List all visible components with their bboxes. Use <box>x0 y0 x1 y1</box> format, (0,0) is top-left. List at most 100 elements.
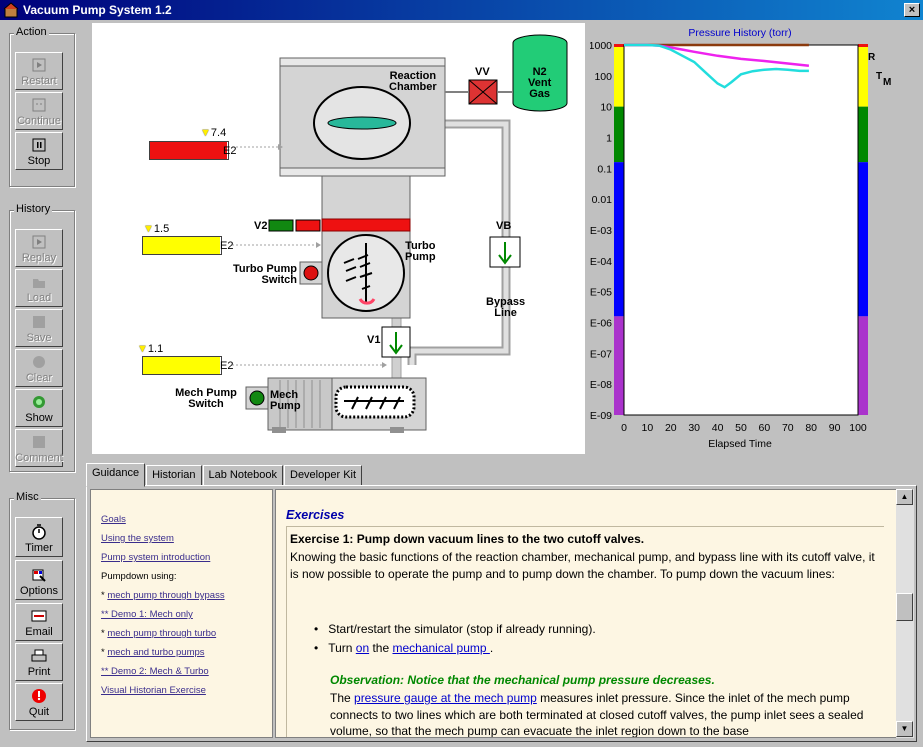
chamber-gauge-fill <box>150 142 227 159</box>
scroll-up-button[interactable]: ▲ <box>896 489 913 505</box>
save-button[interactable]: Save <box>15 309 63 347</box>
vb-label: VB <box>496 220 512 232</box>
x-tick-label: 10 <box>642 422 654 434</box>
pause-icon <box>31 137 47 153</box>
link-on[interactable]: on <box>355 641 370 655</box>
mech-gauge-fill <box>143 357 220 374</box>
link-mechanical-pump[interactable]: mechanical pump <box>392 641 490 655</box>
band-left-top <box>614 44 624 47</box>
mech-gauge-value: 1.1 <box>147 343 164 355</box>
y-tick-label: E-07 <box>590 348 612 360</box>
turbo-gauge-fill <box>143 237 220 254</box>
options-button[interactable]: Options <box>15 560 63 600</box>
play-icon <box>31 57 47 73</box>
folder-icon <box>31 274 47 290</box>
link-pressure-gauge[interactable]: pressure gauge at the mech pump <box>354 691 537 705</box>
v2-close-button[interactable] <box>295 219 321 232</box>
y-tick-label: 1 <box>606 133 612 145</box>
nav-link-turbo[interactable]: mech pump through turbo <box>107 628 217 639</box>
restart-button[interactable]: Restart <box>15 52 63 90</box>
chart-svg: Pressure History (torr) 10001001010.10.0… <box>589 27 892 450</box>
clear-button[interactable]: Clear <box>15 349 63 387</box>
right-label-m: M <box>883 77 891 88</box>
y-tick-label: 0.1 <box>597 163 612 175</box>
clear-icon <box>31 354 47 370</box>
x-tick-label: 0 <box>621 422 627 434</box>
guidance-panel: Goals Using the system Pump system intro… <box>86 485 917 742</box>
load-button[interactable]: Load <box>15 269 63 307</box>
tab-bar: Guidance Historian Lab Notebook Develope… <box>86 463 363 487</box>
nav-link-mech-turbo[interactable]: mech and turbo pumps <box>107 647 205 658</box>
scroll-down-button[interactable]: ▼ <box>896 721 913 737</box>
turbo-gauge-value: 1.5 <box>153 223 170 235</box>
continue-button[interactable]: Continue <box>15 92 63 130</box>
nav-link-goals[interactable]: Goals <box>101 514 126 525</box>
x-tick-label: 50 <box>735 422 747 434</box>
chamber-gauge-value: 7.4 <box>210 127 227 139</box>
y-tick-label: 0.01 <box>592 194 613 206</box>
x-tick-label: 90 <box>829 422 841 434</box>
x-tick-label: 70 <box>782 422 794 434</box>
action-group-title: Action <box>14 26 49 38</box>
tab-lab-notebook[interactable]: Lab Notebook <box>202 465 283 486</box>
nav-link-bypass[interactable]: mech pump through bypass <box>107 590 225 601</box>
nav-link-demo1[interactable]: ** Demo 1: Mech only <box>101 609 193 620</box>
y-tick-label: 100 <box>594 71 612 83</box>
history-group-title: History <box>14 203 53 215</box>
x-tick-label: 40 <box>712 422 724 434</box>
x-tick-label: 80 <box>805 422 817 434</box>
band-right-3 <box>858 316 868 415</box>
y-tick-label: E-04 <box>590 256 612 268</box>
band-right-0 <box>858 45 868 107</box>
content-scrollbar[interactable]: ▲ ▼ <box>896 489 914 738</box>
misc-group-title: Misc <box>14 491 41 503</box>
plot-area <box>623 44 859 416</box>
turbo-gauge-exp: E2 <box>220 240 234 252</box>
show-button[interactable]: Show <box>15 389 63 427</box>
continue-icon <box>31 97 47 113</box>
nav-link-introduction[interactable]: Pump system introduction <box>101 552 211 563</box>
nav-link-demo2[interactable]: ** Demo 2: Mech & Turbo <box>101 666 209 677</box>
y-tick-label: E-09 <box>590 410 612 422</box>
observation-text: The pressure gauge at the mech pump meas… <box>330 691 864 738</box>
x-tick-label: 30 <box>688 422 700 434</box>
y-tick-label: E-05 <box>590 287 612 299</box>
band-left-2 <box>614 162 624 317</box>
save-icon <box>31 314 47 330</box>
timer-button[interactable]: Timer <box>15 517 63 557</box>
nav-section-label: Pumpdown using: <box>101 571 177 582</box>
tab-developer-kit[interactable]: Developer Kit <box>284 465 363 486</box>
x-axis-label: Elapsed Time <box>708 438 772 450</box>
close-button[interactable]: × <box>904 3 920 17</box>
replay-icon <box>31 234 47 250</box>
chamber-gauge-exp: E2 <box>223 145 237 157</box>
v2-open-button[interactable] <box>268 219 294 232</box>
stop-button[interactable]: Stop <box>15 132 63 170</box>
band-right-2 <box>858 162 868 317</box>
quit-button[interactable]: Quit <box>15 683 63 721</box>
history-group: History Replay Load Save Clear Show Comm… <box>9 203 75 472</box>
nav-link-visual-historian[interactable]: Visual Historian Exercise <box>101 685 206 696</box>
tab-guidance[interactable]: Guidance <box>86 463 146 487</box>
scroll-thumb[interactable] <box>896 593 913 621</box>
series-line-2 <box>624 43 809 89</box>
band-left-1 <box>614 106 624 163</box>
nav-link-using-system[interactable]: Using the system <box>101 533 174 544</box>
right-label-r: R <box>868 52 876 63</box>
y-tick-label: E-03 <box>590 225 612 237</box>
y-tick-label: 1000 <box>590 40 612 52</box>
exercise-intro: Knowing the basic functions of the react… <box>290 550 875 581</box>
y-tick-label: E-08 <box>590 379 612 391</box>
print-button[interactable]: Print <box>15 643 63 681</box>
replay-button[interactable]: Replay <box>15 229 63 267</box>
band-right-1 <box>858 106 868 163</box>
email-button[interactable]: Email <box>15 603 63 641</box>
band-left-0 <box>614 45 624 107</box>
comment-button[interactable]: Comment <box>15 429 63 467</box>
tab-historian[interactable]: Historian <box>146 465 202 486</box>
